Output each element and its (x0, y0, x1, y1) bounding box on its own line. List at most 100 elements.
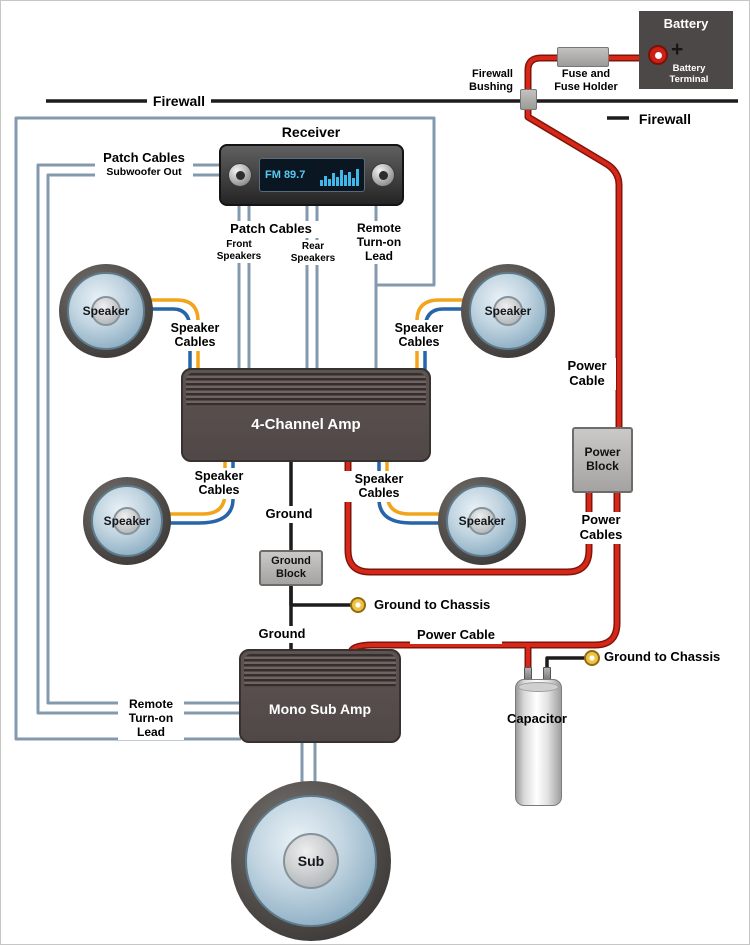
label-line: Power (581, 512, 621, 527)
label-line: Speaker (194, 469, 244, 483)
label-line: Cables (174, 335, 216, 350)
ground-block-label-line2: Block (276, 568, 306, 580)
remote-bottom-line1: Remote (128, 697, 173, 711)
ground-to-chassis-label-2: Ground to Chassis (602, 649, 734, 666)
sub-dust-cap (283, 833, 339, 889)
power-block-label-line1: Power (584, 445, 621, 460)
firewall-label-right: Firewall (631, 110, 699, 129)
speaker-label: Speaker (458, 514, 506, 528)
fuse-label-line1: Fuse and (561, 68, 611, 80)
ground-wire-chassis-1 (289, 584, 353, 607)
rear-label-line2: Speakers (290, 252, 336, 264)
ground-label-top: Ground (260, 506, 318, 523)
power-cable-amp4 (346, 460, 591, 574)
label-line: Cables (579, 526, 623, 542)
front-speakers-label: Front Speakers (210, 238, 268, 263)
receiver-eq-bars-icon (310, 164, 359, 186)
ring-terminal-icon (350, 597, 600, 666)
label-line: Cables (358, 486, 400, 501)
amp-4-channel: 4-Channel Amp (181, 368, 431, 462)
receiver-label: Receiver (281, 124, 341, 140)
remote-turn-on-lead-label-top: Remote Turn-on Lead (348, 221, 410, 265)
power-cable-label-mid: Power Cable (410, 627, 502, 644)
label-line: Speaker (354, 472, 404, 486)
speaker-cables-label-rl: Speaker Cables (184, 468, 254, 499)
label-line: Cables (398, 335, 440, 350)
patch-sub-subtitle: Subwoofer Out (106, 165, 182, 178)
speaker-dust-cap (91, 296, 121, 326)
remote-top-line3: Lead (364, 248, 393, 263)
label-line: Power (567, 358, 607, 373)
heatsink-fins (186, 373, 426, 406)
power-cable-battery (526, 56, 653, 429)
ring-terminal-2-hole (589, 655, 595, 661)
capacitor-label: Capacitor (507, 711, 567, 726)
receiver-knob-left (228, 163, 252, 187)
label-line: Speaker (170, 321, 220, 335)
speaker-label: Speaker (103, 514, 151, 528)
rear-speakers-label: Rear Speakers (284, 240, 342, 265)
speaker-cables-label-rr: Speaker Cables (344, 471, 414, 502)
sub-label: Sub (297, 853, 325, 869)
speaker-front-left: Speaker (59, 264, 153, 358)
power-cable-label-vertical: Power Cable (558, 358, 616, 390)
ground-wire-chassis-2 (545, 656, 587, 673)
power-block-label-line2: Block (586, 459, 619, 473)
fuse-holder-label: Fuse and Fuse Holder (537, 67, 635, 95)
speaker-cables-label-fr: Speaker Cables (384, 320, 454, 351)
battery-box: Battery + Battery Terminal (639, 11, 733, 89)
capacitor-top-cap (518, 682, 559, 692)
receiver-knob-right (371, 163, 395, 187)
subwoofer: Sub (231, 781, 391, 941)
firewall-bushing-label: Firewall Bushing (451, 67, 515, 95)
fuse-label-line2: Fuse Holder (554, 80, 618, 93)
power-block: Power Block (572, 427, 633, 493)
speaker-cable-rl-blue (165, 460, 235, 525)
bushing-label-line1: Firewall (472, 68, 513, 80)
fuse-holder (557, 47, 609, 67)
speaker-front-right: Speaker (461, 264, 555, 358)
ground-label-bottom: Ground (253, 626, 311, 643)
ring-terminal-1-hole (355, 602, 361, 608)
patch-cables-subwoofer-label: Patch Cables Subwoofer Out (95, 150, 193, 179)
remote-bottom-line2: Turn-on (128, 710, 174, 725)
front-label-line1: Front (226, 239, 252, 250)
speaker-cables-label-fl: Speaker Cables (160, 320, 230, 351)
battery-label: Battery (663, 16, 709, 31)
ground-block-label: Ground Block (271, 555, 311, 580)
speaker-rear-right: Speaker (438, 477, 526, 565)
ground-to-chassis-label-1: Ground to Chassis (372, 597, 504, 614)
receiver: FM 89.7 (219, 144, 404, 206)
power-cables-label: Power Cables (567, 512, 635, 544)
mono-sub-amp-label: Mono Sub Amp (268, 701, 372, 717)
power-block-label: Power Block (584, 445, 621, 474)
ground-block-label-line1: Ground (271, 555, 311, 568)
remote-turn-on-lead-label-bottom: Remote Turn-on Lead (118, 697, 184, 741)
remote-top-line2: Turn-on (356, 234, 402, 249)
receiver-display: FM 89.7 (259, 158, 365, 192)
front-label-line2: Speakers (216, 250, 262, 262)
patch-cables-label: Patch Cables (217, 221, 325, 238)
battery-terminal-icon (648, 45, 668, 65)
battery-terminal-label: Battery Terminal (669, 63, 709, 85)
label-line: Cable (569, 372, 605, 388)
speaker-label: Speaker (484, 304, 532, 318)
label-line: Cables (198, 483, 240, 498)
mono-sub-amp: Mono Sub Amp (239, 649, 401, 743)
battery-plus-sign: + (671, 38, 684, 61)
speaker-label: Speaker (82, 304, 130, 318)
firewall-bushing (520, 89, 537, 110)
speaker-rear-left: Speaker (83, 477, 171, 565)
speaker-dust-cap (468, 507, 496, 535)
remote-bottom-line3: Lead (136, 724, 165, 739)
speaker-dust-cap (493, 296, 523, 326)
amp-4-channel-label: 4-Channel Amp (251, 416, 361, 433)
ground-block: Ground Block (259, 550, 323, 586)
speaker-dust-cap (113, 507, 141, 535)
rear-label-line1: Rear (301, 241, 325, 252)
firewall-label-left: Firewall (147, 92, 211, 111)
heatsink-fins (244, 654, 396, 687)
bushing-label-line2: Bushing (469, 80, 513, 93)
remote-top-line1: Remote (356, 221, 401, 235)
